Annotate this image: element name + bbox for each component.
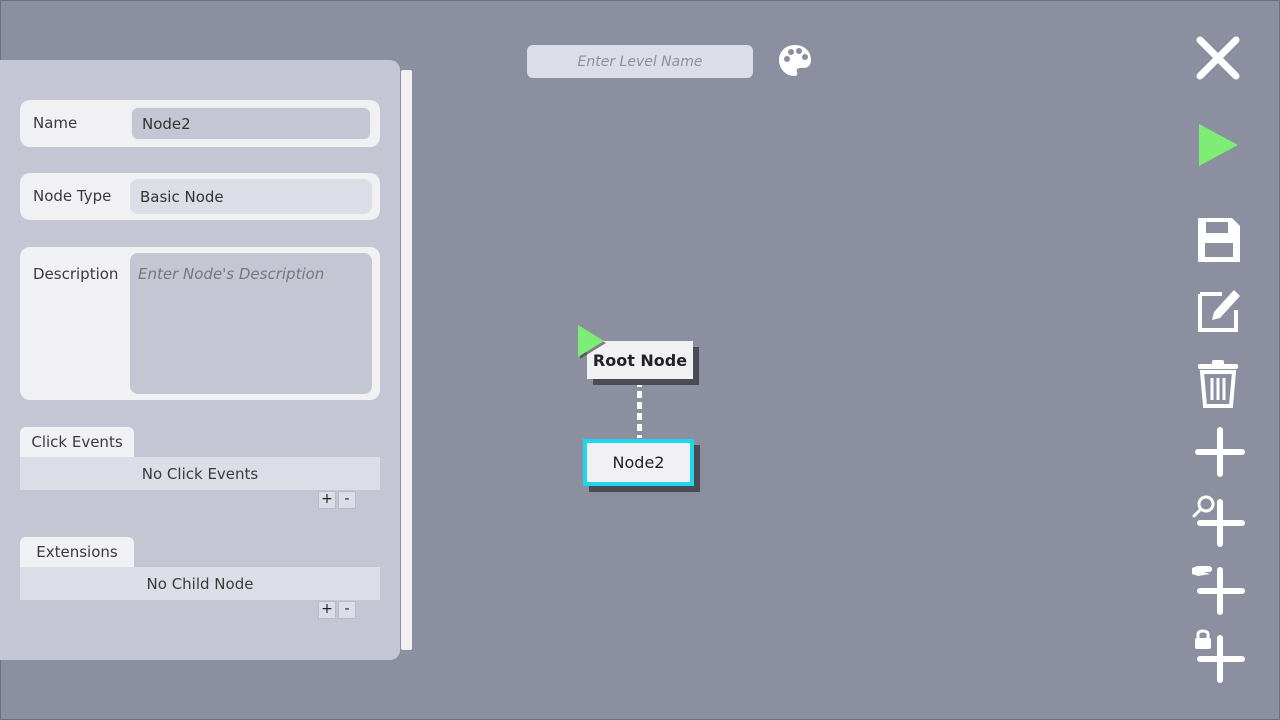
save-icon[interactable] xyxy=(1190,212,1246,268)
click-events-tab[interactable]: Click Events xyxy=(20,427,134,457)
remove-extension-button[interactable]: - xyxy=(338,601,356,619)
click-events-list: No Click Events xyxy=(20,457,380,490)
description-label: Description xyxy=(33,265,119,283)
trash-icon[interactable] xyxy=(1190,356,1246,412)
node-type-label: Node Type xyxy=(33,187,112,205)
name-label: Name xyxy=(33,114,78,132)
node-type-select[interactable]: Basic Node xyxy=(130,179,372,214)
add-click-event-button[interactable]: + xyxy=(318,491,336,509)
palette-icon[interactable] xyxy=(776,42,814,80)
add-icon[interactable] xyxy=(1190,424,1246,480)
name-input[interactable]: Node2 xyxy=(130,106,372,141)
add-lock-icon[interactable] xyxy=(1190,628,1246,684)
add-hand-icon[interactable] xyxy=(1190,560,1246,616)
node-type-row: Node Type Basic Node xyxy=(20,173,380,220)
description-textarea[interactable]: Enter Node's Description xyxy=(130,253,372,394)
extensions-tab[interactable]: Extensions xyxy=(20,537,134,567)
level-name-input[interactable] xyxy=(527,45,753,78)
remove-click-event-button[interactable]: - xyxy=(338,491,356,509)
close-icon[interactable] xyxy=(1190,30,1246,86)
name-field-row: Name Node2 xyxy=(20,100,380,147)
play-icon[interactable] xyxy=(1190,117,1246,173)
root-node[interactable]: Root Node xyxy=(587,341,693,379)
node-2[interactable]: Node2 xyxy=(583,439,694,486)
edit-icon[interactable] xyxy=(1190,282,1246,338)
add-search-icon[interactable] xyxy=(1190,492,1246,548)
inspector-scrollbar[interactable] xyxy=(401,70,412,650)
start-flag-icon xyxy=(578,325,606,359)
node-connector xyxy=(637,380,642,438)
extensions-list: No Child Node xyxy=(20,567,380,600)
description-row: Description Enter Node's Description xyxy=(20,247,380,400)
add-extension-button[interactable]: + xyxy=(318,601,336,619)
